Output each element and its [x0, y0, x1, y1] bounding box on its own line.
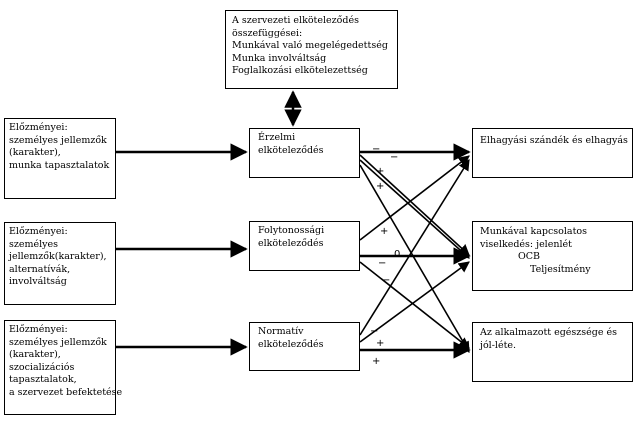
out-2-line-1: Munkával kapcsolatos — [480, 226, 588, 237]
work-behavior-outcome-box: Munkával kapcsolatos viselkedés: jelenlé… — [472, 221, 633, 291]
ante-2-line-2: személyes — [9, 238, 59, 250]
turnover-outcome-box: Elhagyási szándék és elhagyás — [472, 128, 633, 178]
cont-out1 — [359, 155, 470, 241]
comm-2-line-1: Folytonossági — [258, 225, 325, 236]
out-2-line-3: OCB — [518, 251, 541, 262]
continuance-commitment-box: Folytonossági elköteleződés — [249, 221, 360, 271]
sign-norm-1: − — [370, 326, 378, 337]
sign-cont-1: + — [380, 226, 388, 237]
top-line-2: összefüggései: — [232, 27, 303, 39]
sign-cont-4: − — [382, 275, 390, 286]
top-line-5: Foglalkozási elkötelezettség — [232, 65, 368, 76]
affective-commitment-box: Érzelmi elköteleződés — [249, 128, 360, 178]
sign-aff-4: + — [376, 181, 384, 192]
out-1-line-1: Elhagyási szándék és elhagyás — [480, 135, 628, 146]
aff-out2a — [359, 154, 470, 256]
sign-norm-2: + — [376, 338, 384, 349]
comm-1-line-2: elköteleződés — [258, 144, 324, 156]
normative-commitment-box: Normatív elköteleződés — [249, 322, 360, 371]
top-line-3: Munkával való megelégedettség — [232, 40, 388, 51]
ante-3-line-4: szocializációs — [9, 361, 75, 373]
ante-3-line-2: személyes jellemzők — [9, 336, 107, 348]
antecedents-affective-box: Előzményei: személyes jellemzők (karakte… — [4, 118, 116, 199]
norm-out2 — [359, 261, 470, 343]
out-3-line-1: Az alkalmazott egészsége és — [480, 327, 618, 338]
ante-2-line-4: alternatívák, — [9, 263, 71, 275]
wellbeing-outcome-box: Az alkalmazott egészsége és jól-léte. — [472, 322, 633, 382]
aff-out2b — [359, 159, 470, 259]
sign-cont-3: − — [378, 258, 386, 269]
ante-3-line-5: tapasztalatok, — [9, 374, 77, 385]
ante-2-line-5: involváltság — [9, 276, 67, 287]
sign-aff-3: + — [376, 166, 384, 177]
top-line-4: Munka involváltság — [232, 52, 327, 64]
ante-3-line-6: a szervezet befektetése — [9, 386, 123, 398]
sign-aff-1: − — [372, 144, 380, 155]
ante-2-line-3: jellemzők(karakter), — [9, 251, 107, 262]
top-line-1: A szervezeti elköteleződés — [232, 15, 359, 26]
cont-out3 — [359, 261, 470, 349]
ante-1-line-1: Előzményei: — [9, 122, 68, 133]
ante-1-line-2: személyes jellemzők — [9, 134, 107, 146]
ante-3-line-3: (karakter), — [9, 349, 61, 360]
sign-aff-2: − — [390, 152, 398, 163]
out-3-line-2: jól-léte. — [480, 339, 517, 351]
ante-1-line-4: munka tapasztalatok — [9, 159, 110, 171]
comm-2-line-2: elköteleződés — [258, 237, 324, 249]
norm-out1 — [359, 159, 470, 336]
antecedents-continuance-box: Előzményei: személyes jellemzők(karakter… — [4, 222, 116, 305]
comm-1-line-1: Érzelmi — [258, 132, 296, 143]
organizational-commitment-correlates-box: A szervezeti elköteleződés összefüggései… — [225, 10, 398, 89]
sign-cont-2: 0 — [394, 249, 400, 260]
comm-3-line-2: elköteleződés — [258, 338, 324, 350]
antecedents-normative-box: Előzményei: személyes jellemzők (karakte… — [4, 320, 123, 415]
aff-out3 — [359, 164, 470, 353]
out-2-line-2: viselkedés: jelenlét — [480, 238, 572, 250]
comm-3-line-1: Normatív — [258, 326, 304, 337]
ante-3-line-1: Előzményei: — [9, 324, 68, 335]
ante-2-line-1: Előzményei: — [9, 226, 68, 237]
ante-1-line-3: (karakter), — [9, 147, 61, 158]
out-2-line-4: Teljesítmény — [530, 263, 591, 275]
sign-norm-3: + — [372, 356, 380, 367]
